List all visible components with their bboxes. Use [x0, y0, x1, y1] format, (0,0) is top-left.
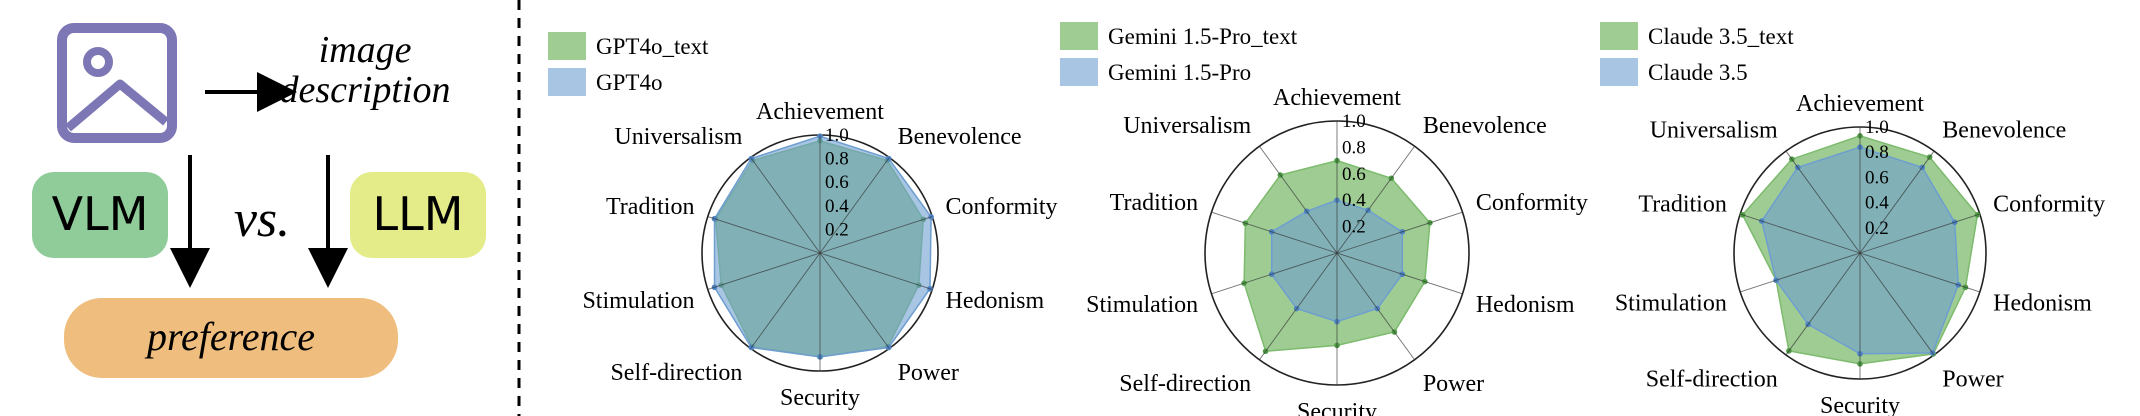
axis-label-stimulation: Stimulation: [1615, 290, 1727, 316]
radar-spoke: [1336, 211, 1463, 254]
image-icon: [57, 23, 177, 143]
radial-tick-label: 0.2: [825, 219, 849, 240]
axis-label-security: Security: [1297, 399, 1377, 416]
axis-label-universalism: Universalism: [1123, 113, 1251, 139]
axis-label-conformity: Conformity: [1476, 190, 1588, 216]
radar-spoke: [750, 157, 821, 254]
radar-spoke: [1336, 252, 1463, 295]
radar-spoke: [1859, 150, 1935, 254]
axis-label-self-direction: Self-direction: [610, 360, 742, 386]
radial-tick-label: 0.6: [1865, 167, 1889, 188]
axis-label-hedonism: Hedonism: [1993, 290, 2092, 316]
axis-label-security: Security: [780, 385, 860, 411]
radar-spoke: [819, 157, 890, 254]
radial-tick-label: 0.4: [1865, 193, 1889, 214]
radar-spoke: [750, 252, 821, 349]
axis-label-self-direction: Self-direction: [1646, 366, 1778, 392]
radar-spoke: [1211, 211, 1338, 254]
vs-label: vs.: [234, 191, 290, 248]
radar-chart-3: 0.2 0.4 0.6 0.8 1.0AchievementBenevolenceCon…: [1600, 22, 2105, 416]
axis-label-achievement: Achievement: [756, 99, 884, 125]
radar-chart-1: 0.20.4 0.60.8 1.0AchievementBenevolenceCon…: [548, 32, 1058, 411]
image-description-line2: description: [280, 69, 451, 111]
radar-spoke: [1259, 145, 1338, 254]
axis-label-universalism: Universalism: [1650, 118, 1778, 144]
vlm-box: [32, 172, 168, 258]
radial-tick-label: 0.4: [825, 196, 849, 217]
radar-spoke: [1859, 252, 1935, 356]
radar-spoke: [1740, 252, 1861, 293]
axis-label-conformity: Conformity: [1993, 192, 2105, 218]
image-description-line1: image: [319, 29, 412, 71]
radar-spoke: [1259, 252, 1338, 361]
axis-label-benevolence: Benevolence: [1423, 113, 1547, 139]
axis-label-power: Power: [1423, 371, 1484, 397]
radar-spoke: [1211, 252, 1338, 295]
axis-label-stimulation: Stimulation: [1086, 292, 1198, 318]
axis-label-benevolence: Benevolence: [1942, 118, 2066, 144]
radar-charts: 0.20.40.60.81.0AchievementBenevolenceCon…: [548, 22, 2105, 416]
legend-label: Gemini 1.5-Pro_text: [1108, 24, 1298, 49]
axis-label-benevolence: Benevolence: [898, 124, 1022, 150]
radar-spoke: [707, 216, 821, 254]
axis-label-security: Security: [1820, 393, 1900, 416]
axis-label-universalism: Universalism: [614, 124, 742, 150]
legend-label: Claude 3.5_text: [1648, 24, 1794, 49]
legend-label: GPT4o: [596, 70, 662, 95]
legend-swatch: [548, 32, 586, 60]
radial-tick-label: 0.8: [1865, 142, 1889, 163]
radial-tick-label: 0.4: [1342, 190, 1366, 211]
legend-swatch: [1060, 22, 1098, 50]
radial-tick-label: 1.0: [1342, 111, 1366, 132]
radar-spoke: [1785, 150, 1861, 254]
radar-spoke: [1336, 252, 1415, 361]
legend-label: Gemini 1.5-Pro: [1108, 60, 1251, 85]
vlm-label: VLM: [52, 187, 149, 241]
preference-box: [64, 298, 398, 378]
radial-tick-label: 1.0: [1865, 117, 1889, 138]
radar-spoke: [819, 252, 933, 290]
radar-spoke: [1336, 145, 1415, 254]
radial-tick-label: 0.8: [825, 149, 849, 170]
axis-label-hedonism: Hedonism: [946, 288, 1045, 314]
radial-tick-label: 0.2: [1342, 217, 1366, 238]
radar-spoke: [1859, 252, 1980, 293]
axis-label-tradition: Tradition: [606, 194, 694, 220]
radar-spoke: [1859, 213, 1980, 254]
axis-label-hedonism: Hedonism: [1476, 292, 1575, 318]
legend-swatch: [1600, 22, 1638, 50]
axis-label-achievement: Achievement: [1796, 91, 1924, 117]
radar-spoke: [819, 252, 890, 349]
radial-tick-label: 0.6: [825, 172, 849, 193]
radial-tick-label: 1.0: [825, 125, 849, 146]
axis-label-tradition: Tradition: [1638, 192, 1726, 218]
legend-swatch: [548, 68, 586, 96]
legend-label: Claude 3.5: [1648, 60, 1748, 85]
llm-label: LLM: [373, 187, 464, 241]
legend-swatch: [1600, 58, 1638, 86]
series-area-gpt4o: [713, 135, 932, 358]
radar-spoke: [819, 216, 933, 254]
axis-label-conformity: Conformity: [946, 194, 1058, 220]
axis-label-stimulation: Stimulation: [582, 288, 694, 314]
legend-label: GPT4o_text: [596, 34, 709, 59]
radial-tick-label: 0.8: [1342, 137, 1366, 158]
axis-label-achievement: Achievement: [1273, 85, 1401, 111]
preference-label: preference: [144, 314, 315, 359]
axis-label-power: Power: [1942, 366, 2003, 392]
pipeline-diagram: image description VLM vs. LLM preference: [32, 23, 486, 378]
axis-label-power: Power: [898, 360, 959, 386]
axis-label-self-direction: Self-direction: [1119, 371, 1251, 397]
axis-label-tradition: Tradition: [1110, 190, 1198, 216]
radar-spoke: [1740, 213, 1861, 254]
radial-tick-label: 0.2: [1865, 218, 1889, 239]
llm-box: [350, 172, 486, 258]
radar-chart-2: 0.2 0.4 0.6 0.8 1.0AchievementBenevolenceCon…: [1060, 22, 1588, 416]
radial-tick-label: 0.6: [1342, 164, 1366, 185]
radar-spoke: [1785, 252, 1861, 356]
legend-swatch: [1060, 58, 1098, 86]
radar-spoke: [707, 252, 821, 290]
